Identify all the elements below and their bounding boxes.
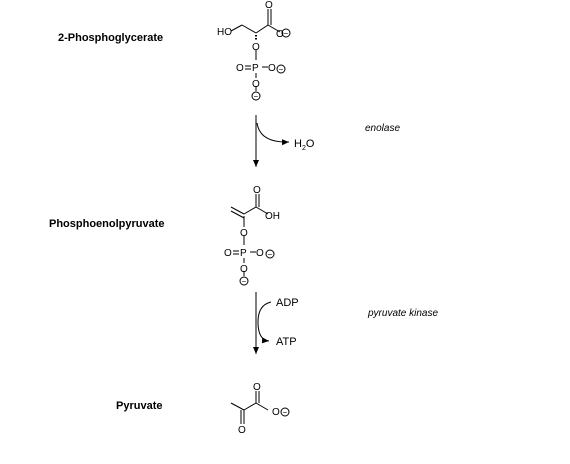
bond — [230, 24, 243, 32]
bond — [230, 402, 245, 411]
structure-2-phosphoglycerate — [230, 9, 291, 101]
cofactor-atp: ATP — [276, 336, 297, 348]
atom-o: O — [252, 79, 260, 90]
charge-minus: − — [268, 250, 273, 259]
atom-o: O — [253, 382, 261, 393]
bond — [267, 24, 281, 33]
charge-circle — [276, 64, 286, 74]
adp-atp-arrow — [257, 301, 272, 344]
atom-ho: HO — [217, 27, 232, 38]
bond — [243, 402, 257, 411]
compound-label-pyruvate: Pyruvate — [116, 400, 163, 412]
cofactor-adp: ADP — [276, 297, 299, 309]
bond — [255, 206, 269, 215]
atom-o: O — [265, 0, 273, 11]
bond — [230, 206, 245, 215]
charge-circle — [281, 28, 291, 38]
charge-circle — [265, 249, 275, 259]
compound-label-phosphoenolpyruvate: Phosphoenolpyruvate — [49, 218, 165, 230]
cofactor-water: H2O — [294, 138, 315, 152]
bond — [255, 24, 269, 34]
bond — [255, 402, 269, 411]
charge-minus: − — [283, 408, 288, 417]
atom-o: O — [224, 248, 232, 259]
charge-circle — [251, 91, 261, 101]
bond — [241, 24, 257, 34]
atom-o: O — [238, 425, 246, 436]
atom-oh: OH — [265, 211, 280, 222]
enzyme-label-enolase: enolase — [365, 123, 401, 134]
charge-circle — [239, 276, 249, 286]
atom-o: O — [256, 248, 264, 259]
charge-minus: − — [284, 29, 289, 38]
bond — [230, 210, 245, 219]
atom-o: O — [276, 29, 284, 40]
compound-label-2-phosphoglycerate: 2-Phosphoglycerate — [58, 32, 164, 44]
water-release-arrow — [256, 122, 290, 146]
charge-minus: − — [254, 92, 259, 101]
atom-o: O — [236, 63, 244, 74]
structure-pyruvate — [230, 391, 290, 424]
atom-o: O — [253, 185, 261, 196]
atom-o: O — [268, 63, 276, 74]
atom-o: O — [252, 42, 260, 53]
bond — [243, 206, 257, 215]
atom-o: O — [272, 407, 280, 418]
atom-o: O — [240, 228, 248, 239]
charge-minus: − — [279, 65, 284, 74]
structure-phosphoenolpyruvate — [230, 194, 275, 286]
atom-p: P — [252, 63, 259, 74]
atom-o: O — [240, 264, 248, 275]
charge-circle — [280, 407, 290, 417]
charge-minus: − — [242, 277, 247, 286]
enzyme-label-pyruvate-kinase: pyruvate kinase — [368, 308, 439, 319]
atom-p: P — [240, 248, 247, 259]
